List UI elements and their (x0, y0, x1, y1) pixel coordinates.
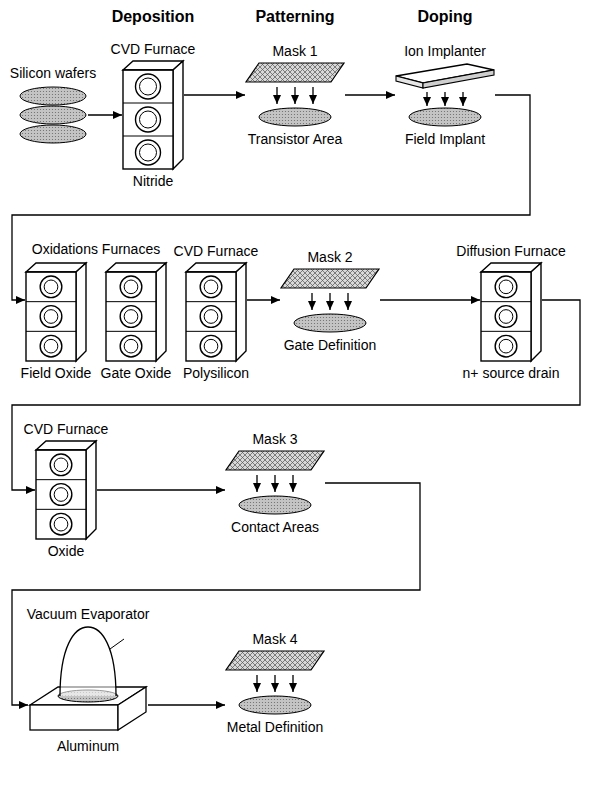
equipment-node: CVD FurnacePolysilicon (185, 262, 247, 362)
equipment-name: CVD Furnace (111, 41, 196, 57)
group-label: Oxidations Furnaces (32, 240, 160, 258)
equipment-node: Diffusion Furnacen+ source drain (480, 262, 542, 362)
wafers-drawing (18, 84, 88, 146)
equipment-name: Mask 2 (307, 249, 352, 265)
stage-heading: Doping (417, 8, 472, 26)
equipment-node: Mask 4Metal Definition (225, 650, 325, 716)
furnace-drawing (105, 262, 167, 362)
equipment-name: CVD Furnace (24, 421, 109, 437)
flow-arrow (380, 299, 480, 300)
furnace-drawing (25, 262, 87, 362)
step-name: Metal Definition (227, 719, 324, 735)
flow-arrow (97, 489, 225, 490)
step-name: Contact Areas (231, 519, 319, 535)
step-name: Transistor Area (248, 131, 342, 147)
mask-drawing (225, 650, 325, 716)
mask-drawing (245, 62, 345, 128)
equipment-name: Ion Implanter (404, 43, 486, 59)
step-name: Nitride (133, 173, 173, 189)
step-name: Polysilicon (183, 365, 249, 381)
furnace-drawing (480, 262, 542, 362)
equipment-node: Mask 1Transistor Area (245, 62, 345, 128)
implanter-drawing (395, 62, 495, 128)
step-name: Aluminum (57, 738, 119, 754)
step-name: Oxide (48, 543, 85, 559)
equipment-node: Mask 3Contact Areas (225, 450, 325, 516)
stage-heading: Deposition (112, 8, 195, 26)
equipment-node: Field Oxide (25, 262, 87, 362)
evaporator-drawing (28, 625, 148, 735)
equipment-name: CVD Furnace (174, 243, 259, 259)
mask-drawing (280, 268, 380, 334)
step-name: Field Implant (405, 131, 485, 147)
equipment-name: Silicon wafers (10, 65, 96, 81)
flow-arrow (12, 95, 530, 300)
equipment-node: Silicon wafers (18, 84, 88, 146)
step-name: Gate Definition (284, 337, 377, 353)
equipment-node: Vacuum EvaporatorAluminum (28, 625, 148, 735)
step-name: n+ source drain (463, 365, 560, 381)
equipment-node: Gate Oxide (105, 262, 167, 362)
mask-drawing (225, 450, 325, 516)
furnace-drawing (185, 262, 247, 362)
step-name: Field Oxide (21, 365, 92, 381)
equipment-node: Ion ImplanterField Implant (395, 62, 495, 128)
furnace-drawing (35, 440, 97, 540)
equipment-name: Mask 1 (272, 43, 317, 59)
flow-arrow (88, 114, 122, 115)
equipment-node: CVD FurnaceNitride (122, 60, 184, 170)
flow-arrow (345, 94, 395, 95)
equipment-name: Mask 4 (252, 631, 297, 647)
equipment-node: Mask 2Gate Definition (280, 268, 380, 334)
flow-arrow (148, 704, 225, 705)
equipment-name: Vacuum Evaporator (27, 606, 150, 622)
furnace-drawing (122, 60, 184, 170)
equipment-name: Diffusion Furnace (456, 243, 565, 259)
flow-arrow (184, 94, 245, 95)
equipment-name: Mask 3 (252, 431, 297, 447)
step-name: Gate Oxide (101, 365, 172, 381)
stage-heading: Patterning (255, 8, 334, 26)
flow-arrow (247, 299, 280, 300)
equipment-node: CVD FurnaceOxide (35, 440, 97, 540)
